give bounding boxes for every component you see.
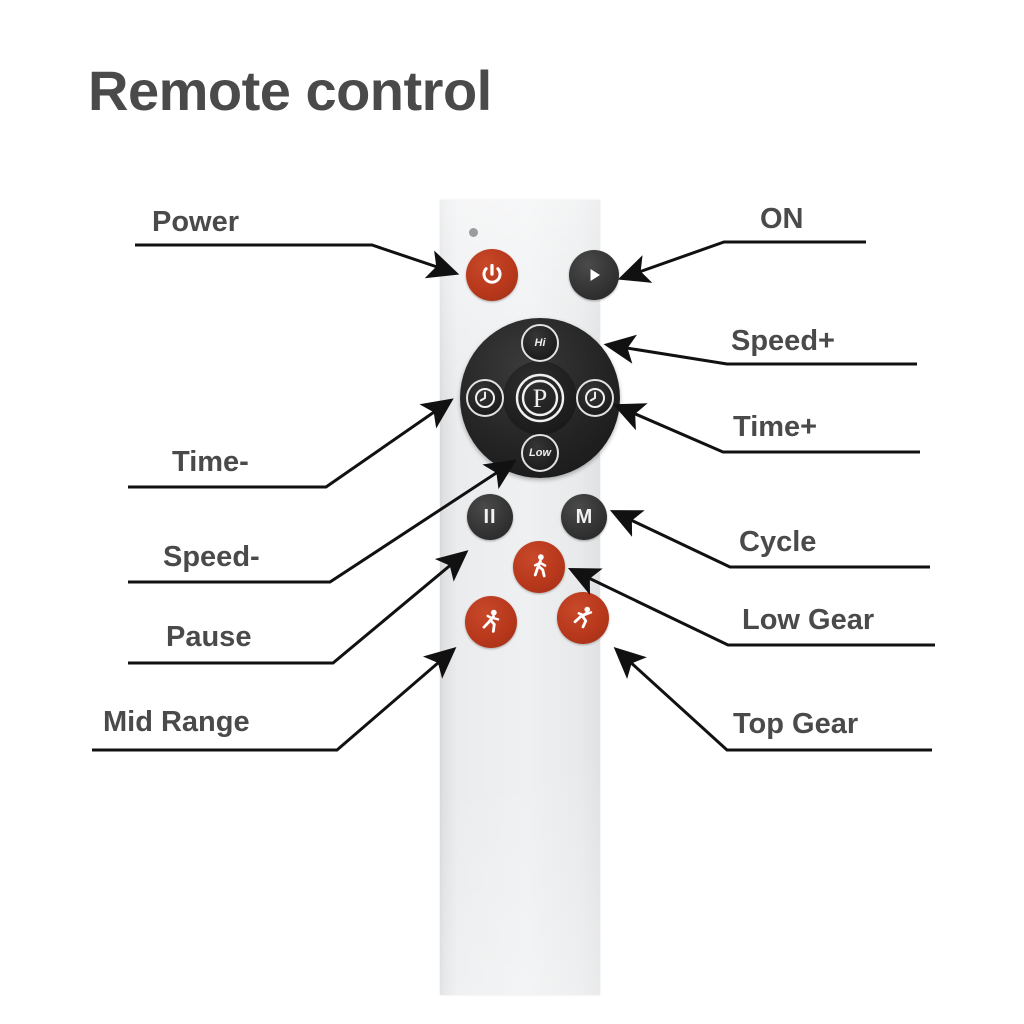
leader-on	[617, 240, 866, 283]
leader-power	[135, 243, 460, 279]
clock-icon	[585, 388, 605, 408]
callout-label-pause: Pause	[166, 621, 252, 653]
callout-label-speed-down: Speed-	[163, 541, 260, 573]
callout-label-time-up: Time+	[733, 411, 818, 443]
cycle-button[interactable]: M	[561, 494, 607, 540]
clock-icon	[475, 388, 495, 408]
callout-label-on: ON	[760, 203, 804, 235]
led-indicator-dot	[469, 228, 478, 237]
callout-label-cycle: Cycle	[739, 526, 817, 558]
walking-icon	[533, 554, 547, 578]
speed-up-button[interactable]: Hi	[521, 324, 559, 362]
speed-down-button[interactable]: Low	[521, 434, 559, 472]
pause-icon: II	[483, 505, 497, 528]
on-button[interactable]	[569, 250, 619, 300]
power-button[interactable]	[466, 249, 518, 301]
callout-label-mid-range: Mid Range	[103, 706, 250, 738]
program-p-icon: P	[515, 373, 565, 423]
callout-label-top-gear: Top Gear	[733, 708, 859, 740]
low-gear-button[interactable]	[513, 541, 565, 593]
callout-label-low-gear: Low Gear	[742, 604, 875, 636]
mid-range-button[interactable]	[465, 596, 517, 648]
time-down-button[interactable]	[466, 379, 504, 417]
sprinting-icon	[573, 606, 593, 629]
callout-label-speed-up: Speed+	[731, 325, 835, 357]
hi-icon: Hi	[534, 336, 546, 349]
low-icon: Low	[529, 446, 551, 459]
dpad-cluster: P Hi Low	[460, 318, 620, 478]
mode-m-icon: M	[575, 505, 593, 528]
top-gear-button[interactable]	[557, 592, 609, 644]
callout-label-time-down: Time-	[172, 446, 249, 478]
jogging-icon	[482, 609, 500, 633]
play-icon	[590, 269, 600, 281]
pause-button[interactable]: II	[467, 494, 513, 540]
power-icon	[482, 263, 502, 284]
svg-text:P: P	[533, 384, 547, 413]
program-button[interactable]: P	[503, 361, 577, 435]
time-up-button[interactable]	[576, 379, 614, 417]
page-title: Remote control	[88, 59, 492, 122]
callout-label-power: Power	[152, 206, 240, 238]
